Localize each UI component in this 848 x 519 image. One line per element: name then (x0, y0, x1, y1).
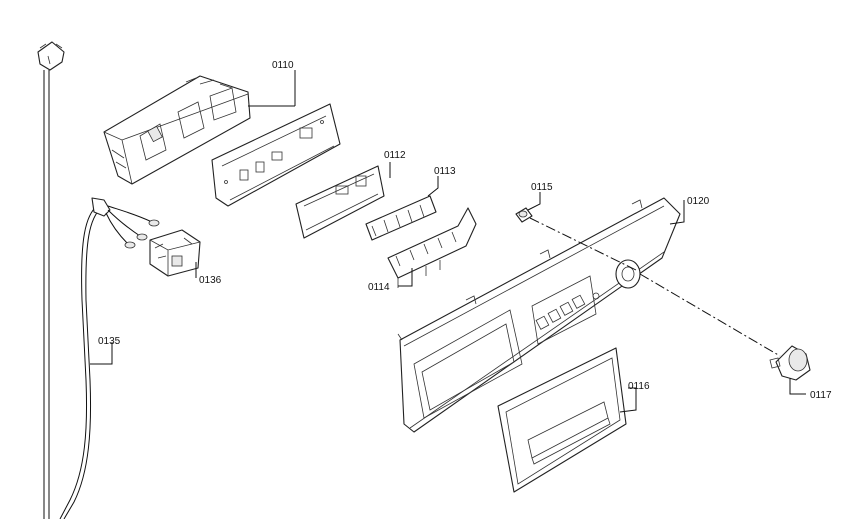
button-carrier (365, 195, 437, 241)
label-0110: 0110 (272, 60, 294, 71)
label-0116: 0116 (628, 381, 650, 392)
cable-wires (105, 205, 160, 249)
label-0115: 0115 (531, 182, 553, 193)
program-knob (769, 345, 811, 381)
button-strip (387, 207, 477, 288)
module-housing (103, 75, 251, 185)
knob-adapter (515, 207, 533, 223)
label-0113: 0113 (434, 166, 456, 177)
drawer-handle (497, 347, 627, 493)
power-cable (37, 41, 111, 519)
interference-filter (149, 229, 201, 277)
label-0136: 0136 (199, 275, 222, 286)
leader-lines (90, 70, 806, 413)
main-pcb (211, 103, 341, 207)
control-panel-fascia (397, 197, 681, 433)
label-0114: 0114 (368, 282, 390, 293)
label-0117: 0117 (810, 390, 832, 401)
label-0112: 0112 (384, 150, 406, 161)
display-pcb (295, 165, 385, 239)
label-0135: 0135 (98, 336, 121, 347)
label-0120: 0120 (687, 196, 710, 207)
